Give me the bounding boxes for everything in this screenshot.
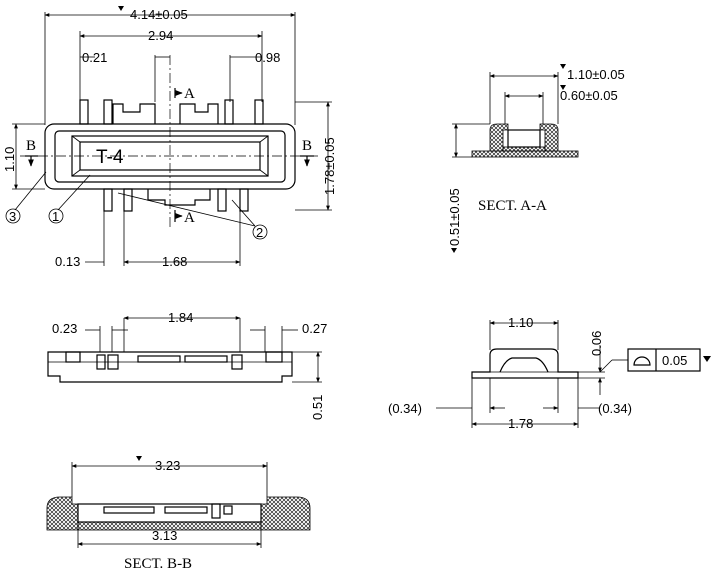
top-view: 4.14±0.05 2.94 0.21 0.98 A A — [2, 6, 337, 269]
callout-2: 2 — [256, 225, 263, 240]
sect-aa-dim-inner: 0.60±0.05 — [560, 88, 618, 103]
side-view: 1.84 0.23 0.27 0.51 — [47, 310, 327, 420]
section-b-left-label: B — [26, 138, 36, 154]
sect-aa-dim-height: 0.51±0.05 — [447, 188, 462, 246]
end-dim-flat: 0.06 — [589, 331, 604, 356]
section-a-bottom-label: A — [184, 210, 195, 226]
callout-1-circle — [48, 208, 64, 224]
sect-bb-dim-top: 3.23 — [155, 458, 180, 473]
tolerance-frame — [627, 348, 701, 372]
dim-overall-width: 4.14±0.05 — [130, 7, 188, 22]
sect-bb-dim-bottom: 3.13 — [152, 528, 177, 543]
part-marking: T-4 — [96, 147, 124, 168]
dim-right-offset: 0.98 — [255, 50, 280, 65]
end-dim-bottom: 1.78 — [508, 416, 533, 431]
dim-inner-width: 2.94 — [148, 28, 173, 43]
end-dim-right: (0.34) — [598, 401, 632, 416]
side-dim-top-right: 0.27 — [302, 321, 327, 336]
callout-3-circle — [5, 208, 21, 224]
section-a-a: 1.10±0.05 0.60±0.05 0.51±0.05 SECT. A-A — [447, 64, 625, 253]
profile-of-surface-icon — [633, 356, 651, 366]
end-view: 1.10 0.06 0.05 (0.34) (0.34) 1.78 — [388, 315, 711, 431]
sect-bb-title: SECT. B-B — [124, 556, 192, 572]
callout-2-circle — [252, 224, 268, 240]
sect-aa-title: SECT. A-A — [478, 198, 547, 214]
dim-height-left: 1.10 — [2, 147, 17, 172]
section-a-top-label: A — [184, 86, 195, 102]
dim-bottom-center: 1.68 — [162, 254, 187, 269]
side-dim-height: 0.51 — [310, 395, 325, 420]
dim-height-right: 1.78±0.05 — [322, 137, 337, 195]
side-dim-top-left: 0.23 — [52, 321, 77, 336]
side-dim-top-center: 1.84 — [168, 310, 193, 325]
end-dim-top: 1.10 — [508, 315, 533, 330]
end-dim-left: (0.34) — [388, 401, 422, 416]
callout-1: 1 — [52, 209, 59, 224]
sect-aa-dim-outer: 1.10±0.05 — [567, 67, 625, 82]
callout-3: 3 — [9, 209, 16, 224]
section-b-right-label: B — [302, 138, 312, 154]
section-b-b: 3.23 3.13 SECT. B-B — [46, 456, 311, 572]
dim-left-offset: 0.21 — [82, 50, 107, 65]
dim-bottom-left: 0.13 — [55, 254, 80, 269]
end-tolerance-value: 0.05 — [662, 353, 687, 368]
